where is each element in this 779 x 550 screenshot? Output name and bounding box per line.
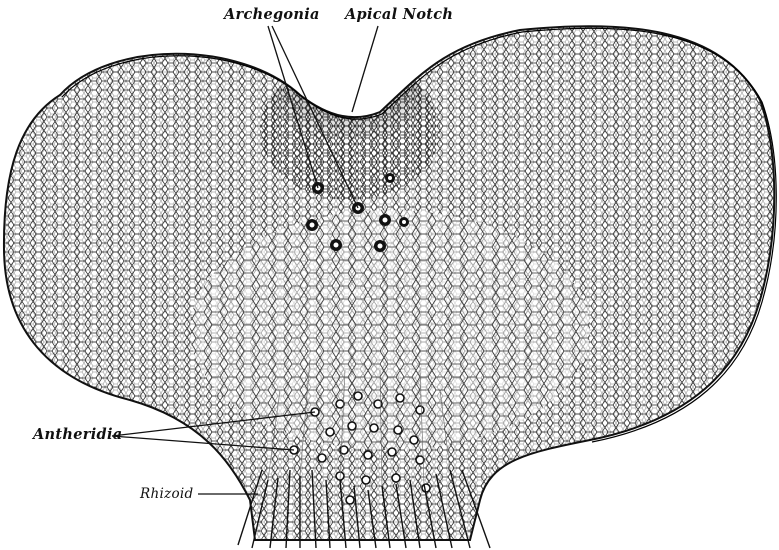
antheridium bbox=[364, 451, 372, 459]
archegonium bbox=[330, 239, 342, 251]
antheridium bbox=[410, 436, 418, 444]
antheridium bbox=[362, 476, 370, 484]
antheridium bbox=[336, 400, 344, 408]
archegonium bbox=[379, 214, 391, 226]
antheridium bbox=[392, 474, 400, 482]
antheridium bbox=[318, 454, 326, 462]
antheridium bbox=[396, 394, 404, 402]
antheridium bbox=[394, 426, 402, 434]
archegonium bbox=[306, 219, 318, 231]
archegonium bbox=[385, 173, 395, 183]
archegonia-label: Archegonia bbox=[224, 6, 320, 23]
antheridium bbox=[388, 448, 396, 456]
antheridia-label: Antheridia bbox=[33, 426, 122, 443]
antheridium bbox=[370, 424, 378, 432]
antheridium bbox=[416, 406, 424, 414]
antheridium bbox=[326, 428, 334, 436]
antheridium bbox=[348, 422, 356, 430]
archegonium bbox=[399, 217, 409, 227]
antheridium bbox=[422, 484, 430, 492]
rhizoid-label: Rhizoid bbox=[140, 486, 193, 502]
apical-notch-leader bbox=[352, 26, 378, 112]
antheridium bbox=[354, 392, 362, 400]
antheridium bbox=[346, 496, 354, 504]
archegonium bbox=[374, 240, 386, 252]
apical-notch-label: Apical Notch bbox=[345, 6, 453, 23]
